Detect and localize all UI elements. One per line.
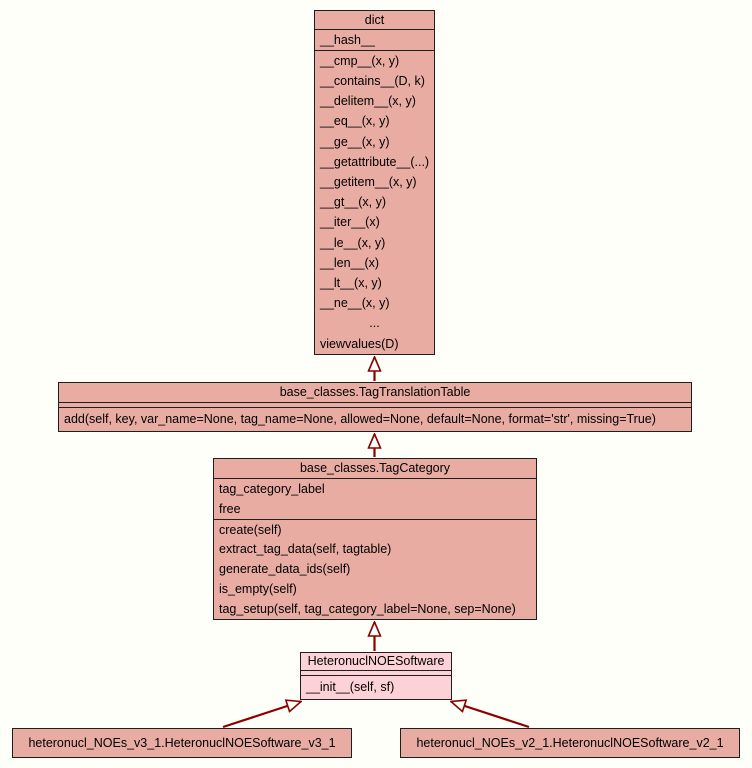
class-method: __contains__(D, k)	[320, 74, 425, 89]
class-method: extract_tag_data(self, tagtable)	[219, 542, 392, 557]
method-compartment: __cmp__(x, y) __contains__(D, k) __delit…	[315, 51, 434, 354]
class-title: heteronucl_NOEs_v3_1.HeteronuclNOESoftwa…	[28, 736, 336, 750]
class-method: __ne__(x, y)	[320, 296, 390, 311]
inheritance-arrow-v31-to-hns	[222, 702, 301, 729]
class-attribute: __hash__	[320, 32, 375, 47]
methods-ellipsis: ...	[369, 316, 380, 331]
method-compartment: create(self) extract_tag_data(self, tagt…	[214, 520, 536, 619]
class-method: viewvalues(D)	[320, 336, 399, 351]
class-attribute: free	[219, 501, 241, 516]
class-title: HeteronuclNOESoftware	[301, 653, 451, 671]
attribute-compartment-empty	[301, 671, 451, 676]
method-compartment: __init__(self, sf)	[301, 676, 451, 699]
class-box-tag-category: base_classes.TagCategory tag_category_la…	[213, 458, 537, 620]
class-method: is_empty(self)	[219, 582, 297, 597]
class-method: __delitem__(x, y)	[320, 94, 416, 109]
class-box-tag-translation-table: base_classes.TagTranslationTable add(sel…	[58, 382, 692, 432]
class-method: __iter__(x)	[320, 215, 380, 230]
class-method: __init__(self, sf)	[306, 680, 395, 695]
method-compartment: add(self, key, var_name=None, tag_name=N…	[59, 408, 691, 431]
class-method: tag_setup(self, tag_category_label=None,…	[219, 601, 516, 616]
class-method: __le__(x, y)	[320, 235, 386, 250]
class-title: heteronucl_NOEs_v2_1.HeteronuclNOESoftwa…	[416, 736, 724, 750]
class-box-heteronucl-noes-v3-1: heteronucl_NOEs_v3_1.HeteronuclNOESoftwa…	[12, 728, 352, 758]
class-title: dict	[315, 11, 434, 30]
class-title: base_classes.TagTranslationTable	[59, 383, 691, 403]
class-method: __len__(x)	[320, 255, 380, 270]
class-box-dict: dict __hash__ __cmp__(x, y) __contains__…	[314, 10, 435, 355]
class-method: create(self)	[219, 522, 282, 537]
inheritance-arrow-v21-to-hns	[451, 702, 530, 729]
class-box-heteronucl-noe-software: HeteronuclNOESoftware __init__(self, sf)	[300, 652, 452, 700]
class-box-heteronucl-noes-v2-1: heteronucl_NOEs_v2_1.HeteronuclNOESoftwa…	[400, 728, 740, 758]
class-method: __ge__(x, y)	[320, 134, 390, 149]
attribute-compartment-empty	[59, 403, 691, 408]
class-method: __gt__(x, y)	[320, 195, 387, 210]
class-title: base_classes.TagCategory	[214, 459, 536, 479]
class-method: __getitem__(x, y)	[320, 175, 417, 190]
class-method: __eq__(x, y)	[320, 114, 390, 129]
class-method: __getattribute__(...)	[320, 154, 430, 169]
class-method: __cmp__(x, y)	[320, 53, 400, 68]
class-method: generate_data_ids(self)	[219, 562, 351, 577]
class-method: __lt__(x, y)	[320, 276, 382, 291]
attribute-compartment: __hash__	[315, 30, 434, 51]
attribute-compartment: tag_category_label free	[214, 479, 536, 520]
class-method: add(self, key, var_name=None, tag_name=N…	[64, 412, 656, 427]
class-attribute: tag_category_label	[219, 481, 325, 496]
